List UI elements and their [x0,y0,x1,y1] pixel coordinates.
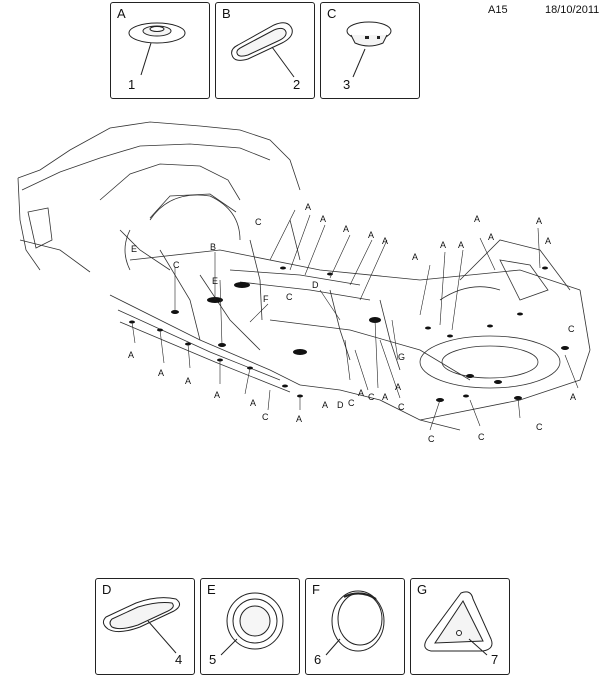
callout-d: D [312,280,319,290]
callout-a: A [214,390,220,400]
leader-lines [131,209,579,431]
callout-b: B [210,242,216,252]
diagram-code: A15 [488,4,508,16]
part-number: 3 [343,77,351,92]
callout-a: A [128,350,134,360]
callout-a: A [296,414,302,424]
callout-a: A [158,368,164,378]
part-letter: A [117,6,126,21]
diagram-date: 18/10/2011 [545,4,600,16]
callout-c: C [568,324,575,334]
part-box-b: B 2 [215,2,315,99]
callout-c: C [536,422,543,432]
part-box-d: D 4 [95,578,195,675]
callout-a: A [395,382,401,392]
callout-a: A [320,214,326,224]
callout-d: D [337,400,344,410]
callout-c: C [478,432,485,442]
callout-a: A [440,240,446,250]
part-box-a: A 1 [110,2,210,99]
callout-c: C [286,292,293,302]
part-number: 2 [293,77,301,92]
callout-a: A [343,224,349,234]
part-letter: E [207,582,216,597]
callout-e: E [212,276,218,286]
underbody-diagram: A A A A A A A A A A A A A A A A A A A A … [17,121,591,444]
callout-c: C [428,434,435,444]
part-letter: F [312,582,320,597]
part-number: 5 [209,652,217,667]
part-box-e: E 5 [200,578,300,675]
part-box-f: F 6 [305,578,405,675]
callout-e: E [131,244,137,254]
callout-f: F [263,294,269,304]
part-number: 7 [491,652,499,667]
callout-c: C [348,398,355,408]
plug-markers [129,266,569,402]
grommet-a-drawing [128,22,186,76]
part-number: 6 [314,652,322,667]
callout-c: C [368,392,375,402]
part-letter: B [222,6,231,21]
oval-plug-b-drawing [231,22,295,78]
callout-c: C [255,217,262,227]
part-letter: C [327,6,337,21]
callout-a: A [412,252,418,262]
part-number: 1 [128,77,136,92]
cap-plug-c-drawing [346,21,392,78]
vehicle-body-outline [17,121,591,431]
triangular-plug-g-drawing [424,591,493,656]
callout-a: A [305,202,311,212]
part-box-c: C 3 [320,2,420,99]
callout-labels: A A A A A A A A A A A A A A A A A A A A … [128,202,576,444]
callout-a: A [368,230,374,240]
callout-a: A [358,388,364,398]
dome-plug-f-drawing [325,590,385,656]
callout-a: A [322,400,328,410]
callout-g: G [398,352,405,362]
callout-c: C [398,402,405,412]
round-plug-e-drawing [220,592,284,656]
callout-a: A [382,236,388,246]
callout-a: A [488,232,494,242]
part-number: 4 [175,652,183,667]
part-letter: D [102,582,112,597]
callout-a: A [185,376,191,386]
callout-a: A [382,392,388,402]
callout-a: A [458,240,464,250]
part-box-g: G 7 [410,578,510,675]
part-letter: G [417,582,428,597]
rectangular-plug-d-drawing [102,597,180,654]
callout-c: C [173,260,180,270]
callout-a: A [536,216,542,226]
callout-c: C [262,412,269,422]
callout-a: A [545,236,551,246]
callout-a: A [474,214,480,224]
callout-a: A [570,392,576,402]
callout-a: A [250,398,256,408]
